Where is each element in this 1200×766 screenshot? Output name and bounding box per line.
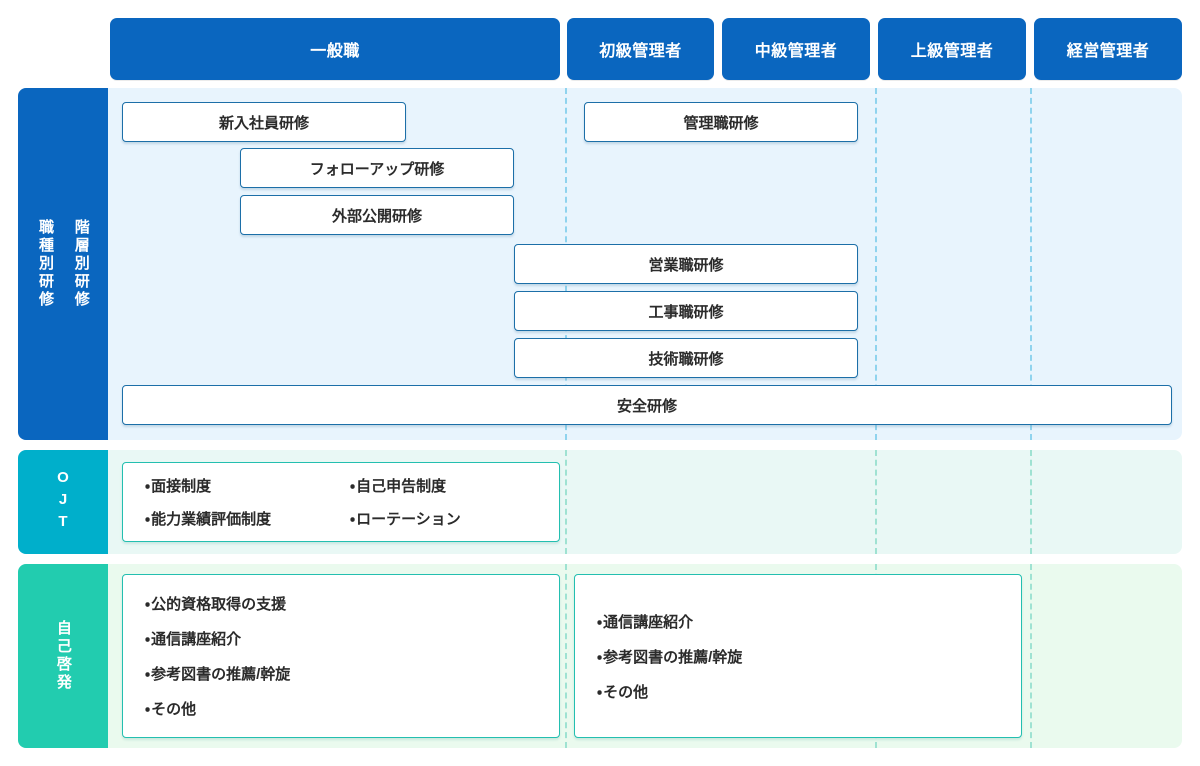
column-header-senior-manager[interactable]: 上級管理者 [878, 18, 1026, 80]
self-development-label: 自己啓発 [54, 620, 72, 692]
column-header-middle-manager-label: 中級管理者 [754, 43, 838, 60]
training-box-external-open-label: 外部公開研修 [331, 207, 422, 225]
ojt-item-box[interactable]: 面接制度 自己申告制度 能力業績評価制度 ローテーション [122, 462, 560, 542]
training-box-management-label: 管理職研修 [683, 114, 759, 132]
self-development-item: 通信講座紹介 [145, 628, 559, 649]
training-box-new-employee[interactable]: 新入社員研修 [122, 102, 406, 142]
ojt-column-divider-2 [875, 450, 877, 554]
training-box-construction-job-label: 工事職研修 [648, 303, 724, 321]
ojt-item: 能力業績評価制度 [145, 508, 350, 529]
training-box-sales-job-label: 営業職研修 [648, 256, 724, 274]
training-box-management[interactable]: 管理職研修 [584, 102, 858, 142]
column-header-senior-manager-label: 上級管理者 [910, 43, 994, 60]
training-box-external-open[interactable]: 外部公開研修 [240, 195, 514, 235]
ojt-column-divider-3 [1030, 450, 1032, 554]
column-header-general[interactable]: 一般職 [110, 18, 560, 80]
ojt-label: OJT [54, 469, 72, 535]
self-development-item: 参考図書の推薦/幹旋 [145, 663, 559, 684]
ojt-column-divider-1 [565, 450, 567, 554]
self-development-box-manager[interactable]: 通信講座紹介 参考図書の推薦/幹旋 その他 [574, 574, 1022, 738]
ojt-item: 面接制度 [145, 475, 350, 496]
tier-training-label-shokushu: 職種別研修 [37, 219, 54, 309]
ojt-side-label: OJT [18, 450, 108, 554]
tier-training-side-label: 階層別研修 職種別研修 [18, 88, 108, 440]
column-header-middle-manager[interactable]: 中級管理者 [722, 18, 870, 80]
self-development-item: その他 [145, 698, 559, 719]
column-divider-2 [875, 88, 877, 440]
column-divider-3 [1030, 88, 1032, 440]
ojt-item: ローテーション [350, 508, 559, 529]
column-header-executive-manager-label: 経営管理者 [1066, 43, 1150, 60]
training-box-safety-label: 安全研修 [616, 397, 677, 415]
self-development-band: 自己啓発 公的資格取得の支援 通信講座紹介 参考図書の推薦/幹旋 その他 通信講… [18, 564, 1182, 748]
training-box-new-employee-label: 新入社員研修 [218, 114, 309, 132]
self-dev-column-divider-3 [1030, 564, 1032, 748]
self-development-box-general[interactable]: 公的資格取得の支援 通信講座紹介 参考図書の推薦/幹旋 その他 [122, 574, 560, 738]
self-development-body: 公的資格取得の支援 通信講座紹介 参考図書の推薦/幹旋 その他 通信講座紹介 参… [108, 564, 1182, 748]
ojt-band: OJT 面接制度 自己申告制度 能力業績評価制度 ローテーション [18, 450, 1182, 554]
tier-training-body: 新入社員研修 フォローアップ研修 外部公開研修 管理職研修 営業職研修 工事職研… [108, 88, 1182, 440]
tier-training-band: 階層別研修 職種別研修 新入社員研修 フォローアップ研修 外部公開研修 管理職研… [18, 88, 1182, 440]
training-box-safety[interactable]: 安全研修 [122, 385, 1172, 425]
training-box-construction-job[interactable]: 工事職研修 [514, 291, 858, 331]
ojt-body: 面接制度 自己申告制度 能力業績評価制度 ローテーション [108, 450, 1182, 554]
self-development-side-label: 自己啓発 [18, 564, 108, 748]
self-development-item: 通信講座紹介 [597, 611, 1021, 632]
self-development-item: その他 [597, 681, 1021, 702]
column-header-junior-manager[interactable]: 初級管理者 [567, 18, 714, 80]
self-dev-column-divider-1 [565, 564, 567, 748]
column-header-row: 一般職 初級管理者 中級管理者 上級管理者 経営管理者 [0, 18, 1200, 80]
training-box-technical-job[interactable]: 技術職研修 [514, 338, 858, 378]
column-header-junior-manager-label: 初級管理者 [599, 43, 682, 60]
training-box-follow-up[interactable]: フォローアップ研修 [240, 148, 514, 188]
tier-training-label-kaisou: 階層別研修 [72, 219, 90, 309]
self-development-item: 公的資格取得の支援 [145, 593, 559, 614]
self-development-item: 参考図書の推薦/幹旋 [597, 646, 1021, 667]
column-header-executive-manager[interactable]: 経営管理者 [1034, 18, 1182, 80]
ojt-item: 自己申告制度 [350, 475, 559, 496]
training-box-technical-job-label: 技術職研修 [648, 350, 724, 368]
column-header-general-label: 一般職 [310, 43, 360, 60]
training-box-sales-job[interactable]: 営業職研修 [514, 244, 858, 284]
training-box-follow-up-label: フォローアップ研修 [309, 160, 445, 178]
